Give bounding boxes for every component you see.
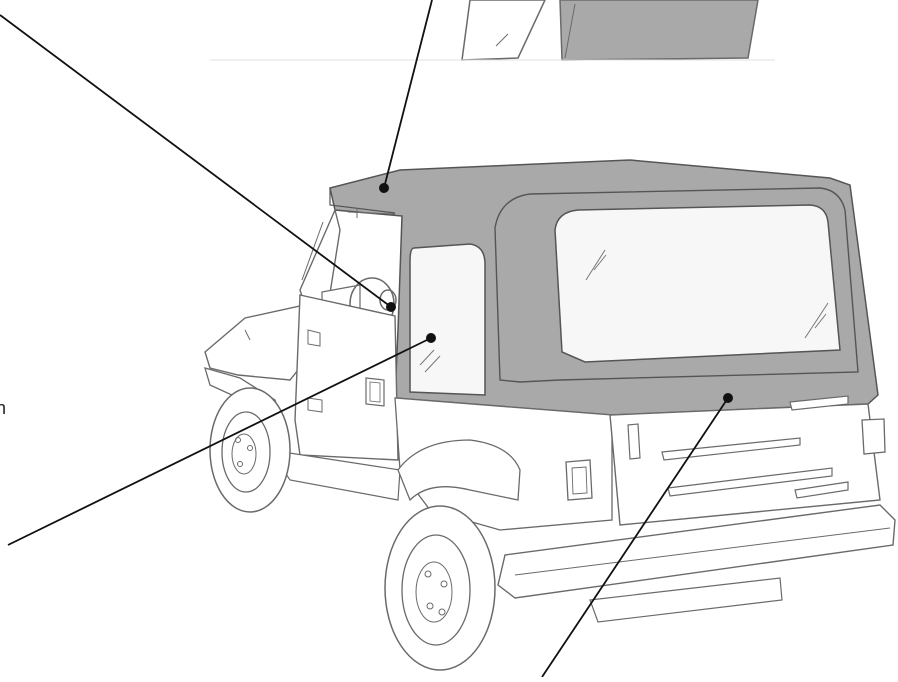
callout-dot-side-window [426,333,436,343]
soft-top [330,160,878,415]
rear-window [555,205,840,362]
callout-dot-rear-window-panel [723,393,733,403]
side-window [410,244,485,395]
tailgate [610,404,880,525]
callout-line-windshield-frame [0,15,391,307]
inset-top-view [210,0,775,60]
edge-text-fragment: n [0,398,6,419]
callout-dot-roof [379,183,389,193]
callout-dot-windshield-frame [386,302,396,312]
callout-line-roof [384,0,432,188]
front-wheel [210,388,290,512]
rear-wheel [385,506,495,670]
front-door [295,295,398,460]
